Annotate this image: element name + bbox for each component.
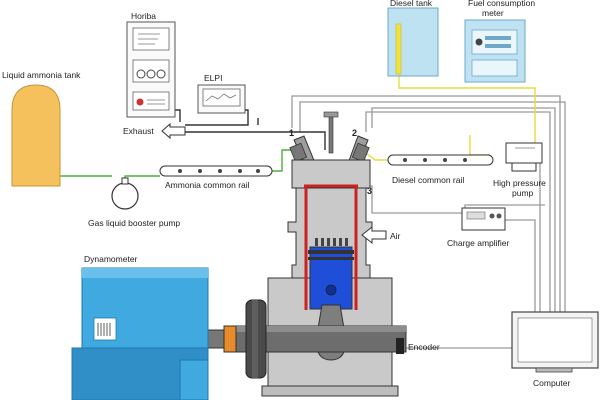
piston: [308, 238, 354, 310]
valve-stem: [323, 111, 339, 154]
flywheel: [245, 299, 267, 379]
high-pressure-pump: [505, 142, 543, 172]
air-label: Air: [390, 231, 401, 241]
callout-3: 3: [367, 186, 372, 196]
horiba-label: Horiba: [131, 11, 156, 21]
fuel-meter-label-2: meter: [482, 8, 504, 18]
callout-2: 2: [352, 128, 357, 138]
computer-label: Computer: [533, 378, 570, 388]
coupling: [207, 325, 237, 353]
exhaust-arrow-icon: [161, 122, 186, 140]
elpi-label: ELPI: [204, 73, 222, 83]
exhaust-label: Exhaust: [123, 126, 154, 136]
elpi-instrument: [197, 84, 246, 114]
ammonia-common-rail: [159, 165, 273, 177]
ammonia-tank: [11, 84, 61, 187]
fuel-consumption-meter: [464, 19, 526, 83]
air-arrow-icon: [361, 225, 387, 245]
hp-pump-label-1: High pressure: [493, 178, 546, 188]
diesel-tank: [387, 7, 439, 77]
hp-pump-label-2: pump: [512, 188, 534, 198]
encoder-label: Encoder: [408, 342, 440, 352]
ammonia-rail-label: Ammonia common rail: [165, 180, 250, 190]
ammonia-tank-label: Liquid ammonia tank: [2, 70, 81, 80]
horiba-analyzer: [126, 21, 176, 118]
encoder: [396, 338, 404, 354]
booster-pump-label: Gas liquid booster pump: [88, 218, 180, 228]
computer: [511, 311, 599, 373]
callout-1: 1: [289, 128, 294, 138]
cylinder-liner: [304, 184, 358, 310]
dynamometer-label: Dynamometer: [84, 254, 138, 264]
charge-amp-label: Charge amplifier: [447, 238, 510, 248]
fuel-meter-label: Fuel consumption: [468, 0, 535, 8]
diesel-common-rail: [387, 154, 494, 166]
charge-amplifier: [461, 207, 506, 231]
dynamometer: [71, 267, 209, 400]
booster-pump: [111, 177, 139, 210]
diesel-rail-label: Diesel common rail: [392, 175, 464, 185]
diesel-tank-label: Diesel tank: [390, 0, 433, 8]
